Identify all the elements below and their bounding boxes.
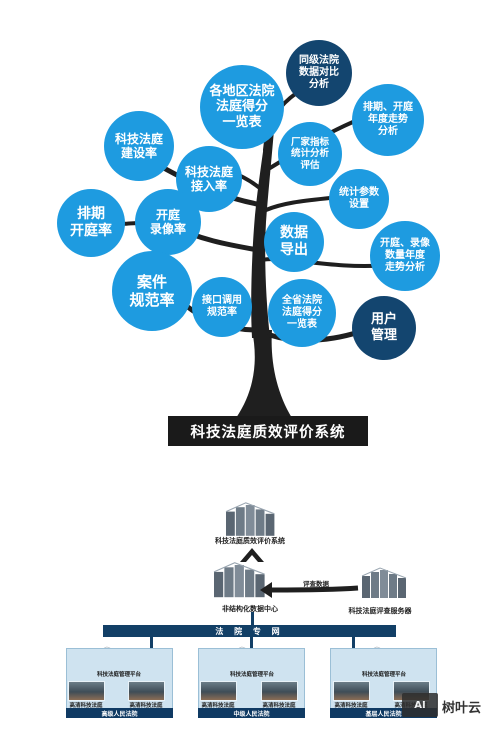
up-arrow-icon xyxy=(240,548,264,562)
court-network-bar: 法 院 专 网 xyxy=(103,625,396,637)
node-compare: 同级法院 数据对比 分析 xyxy=(286,40,352,106)
hub-label: 非结构化数据中心 xyxy=(222,605,278,613)
top-server-icon xyxy=(225,502,275,537)
panel-platform-label: 科技法庭管理平台 xyxy=(96,672,141,678)
node-overview: 各地区法院 法庭得分 一览表 xyxy=(200,65,284,149)
watermark-text: 树叶云 xyxy=(442,701,482,716)
panel-platform-label: 科技法庭管理平台 xyxy=(361,672,406,678)
court-label: 高清科技法庭 xyxy=(129,703,163,709)
system-title-banner: 科技法庭质效评价系统 xyxy=(168,416,368,446)
hub-server-icon xyxy=(213,562,266,598)
node-user: 用户 管理 xyxy=(352,296,416,360)
node-api: 接口调用 规范率 xyxy=(192,277,252,337)
court-label: 高清科技法庭 xyxy=(201,703,235,709)
court-room-photo xyxy=(333,681,370,701)
court-label: 高清科技法庭 xyxy=(69,703,103,709)
court-level-bar: 基层人民法院 xyxy=(330,708,437,718)
panel-platform-label: 科技法庭管理平台 xyxy=(229,672,274,678)
court-room-photo xyxy=(200,681,237,701)
node-vendor: 厂家指标 统计分析 评估 xyxy=(278,122,342,186)
court-label: 高清科技法庭 xyxy=(334,703,368,709)
court-level-bar: 高级人民法院 xyxy=(66,708,173,718)
node-export: 数据 导出 xyxy=(264,212,324,272)
node-params: 统计参数 设置 xyxy=(329,169,389,229)
court-room-photo xyxy=(68,681,105,701)
court-room-photo xyxy=(128,681,165,701)
court-label: 高清科技法庭 xyxy=(262,703,296,709)
arrow-label: 评查数据 xyxy=(303,580,329,588)
node-yearly: 开庭、录像 数量年度 走势分析 xyxy=(370,221,440,291)
right-server-label: 科技法庭评查服务器 xyxy=(348,607,412,615)
court-level-bar: 中级人民法院 xyxy=(198,708,305,718)
court-room-photo xyxy=(261,681,298,701)
node-record: 开庭 录像率 xyxy=(135,189,201,255)
node-trend: 排期、开庭 年度走势 分析 xyxy=(352,84,424,156)
node-province: 全省法院 法庭得分 一览表 xyxy=(268,279,336,347)
node-build: 科技法庭 建设率 xyxy=(104,111,174,181)
right-server-icon xyxy=(361,567,407,599)
node-schedule: 排期 开庭率 xyxy=(57,189,125,257)
node-norm: 案件 规范率 xyxy=(112,251,192,331)
left-arrow-icon xyxy=(271,585,359,593)
watermark-logo: AI xyxy=(402,693,438,717)
top-system-label: 科技法庭质效评价系统 xyxy=(215,537,285,545)
